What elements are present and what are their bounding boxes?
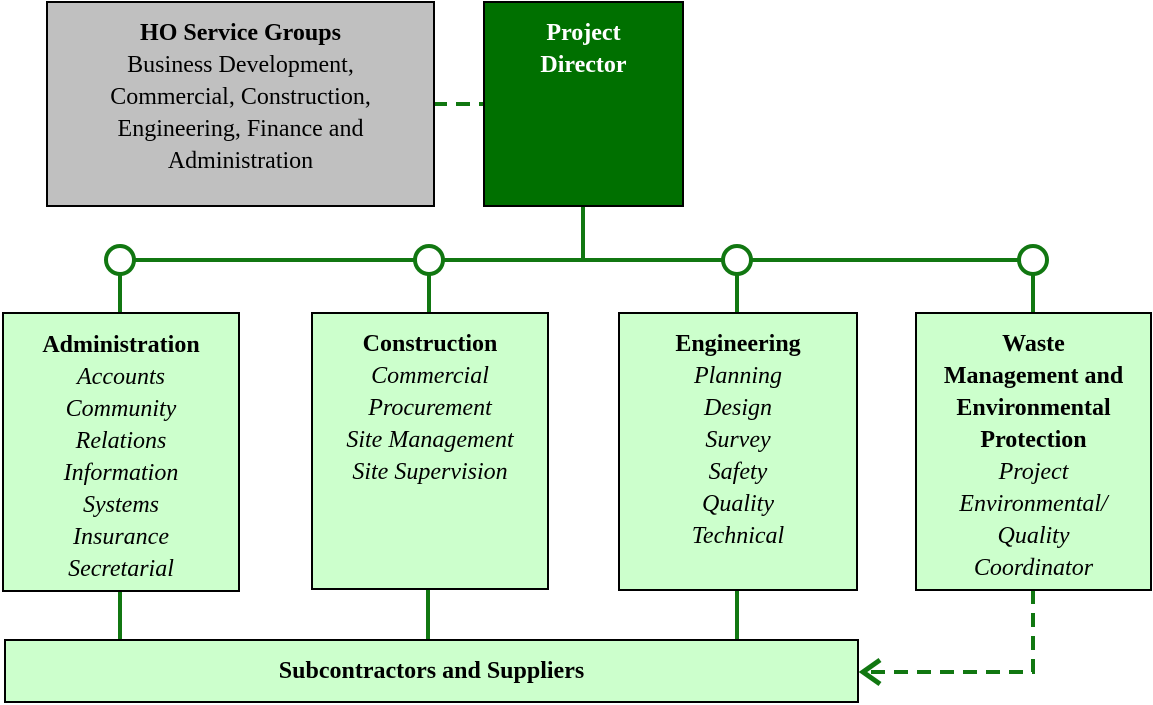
subcontractors-title: Subcontractors and Suppliers — [278, 658, 585, 684]
department-item: Quality — [702, 491, 774, 517]
department-title: Protection — [980, 427, 1087, 453]
department-title: Engineering — [675, 331, 801, 357]
department-item: Project — [998, 459, 1069, 485]
subcontractors-box: Subcontractors and Suppliers — [4, 639, 859, 703]
arrowhead-icon — [858, 657, 882, 687]
ho-service-groups-box: HO Service Groups Business Development, … — [46, 1, 435, 207]
department-title: Environmental — [956, 395, 1111, 421]
ho-service-line: Business Development, — [127, 52, 354, 78]
department-item: Site Supervision — [352, 459, 508, 485]
department-box-construction: Construction Commercial Procurement Site… — [311, 312, 549, 590]
project-director-title: Project — [546, 20, 621, 46]
department-box-engineering: Engineering Planning Design Survey Safet… — [618, 312, 858, 591]
junction-circle-waste — [1017, 244, 1049, 276]
department-title: Administration — [42, 332, 200, 358]
department-item: Accounts — [77, 364, 165, 390]
department-item: Procurement — [368, 395, 492, 421]
department-item: Site Management — [346, 427, 514, 453]
department-item: Information — [63, 460, 179, 486]
junction-circle-administration — [104, 244, 136, 276]
department-item: Systems — [83, 492, 159, 518]
department-box-waste-management: Waste Management and Environmental Prote… — [915, 312, 1152, 591]
department-title: Waste — [1002, 331, 1065, 357]
department-item: Quality — [997, 523, 1070, 549]
department-item: Environmental/ — [959, 491, 1108, 517]
department-item: Safety — [708, 459, 768, 485]
department-item: Community — [65, 396, 177, 422]
waste-to-sub-dashed-link — [866, 590, 1035, 674]
ho-service-line: Engineering, Finance and — [117, 116, 364, 142]
department-box-administration: Administration Accounts Community Relati… — [2, 312, 240, 592]
department-item: Insurance — [73, 524, 169, 550]
department-title: Construction — [362, 331, 498, 357]
project-director-title: Director — [540, 52, 627, 78]
department-item: Commercial — [371, 363, 489, 389]
junction-circle-engineering — [721, 244, 753, 276]
department-item: Planning — [694, 363, 782, 389]
ho-service-groups-title: HO Service Groups — [140, 20, 341, 46]
project-director-box: Project Director — [483, 1, 684, 207]
department-item: Secretarial — [68, 556, 174, 582]
department-item: Design — [704, 395, 772, 421]
ho-service-line: Administration — [167, 148, 314, 174]
junction-circle-construction — [413, 244, 445, 276]
ho-service-line: Commercial, Construction, — [110, 84, 371, 110]
department-item: Relations — [75, 428, 167, 454]
department-title: Management and — [943, 363, 1124, 389]
department-item: Coordinator — [973, 555, 1094, 581]
department-item: Survey — [705, 427, 771, 453]
department-item: Technical — [691, 523, 785, 549]
